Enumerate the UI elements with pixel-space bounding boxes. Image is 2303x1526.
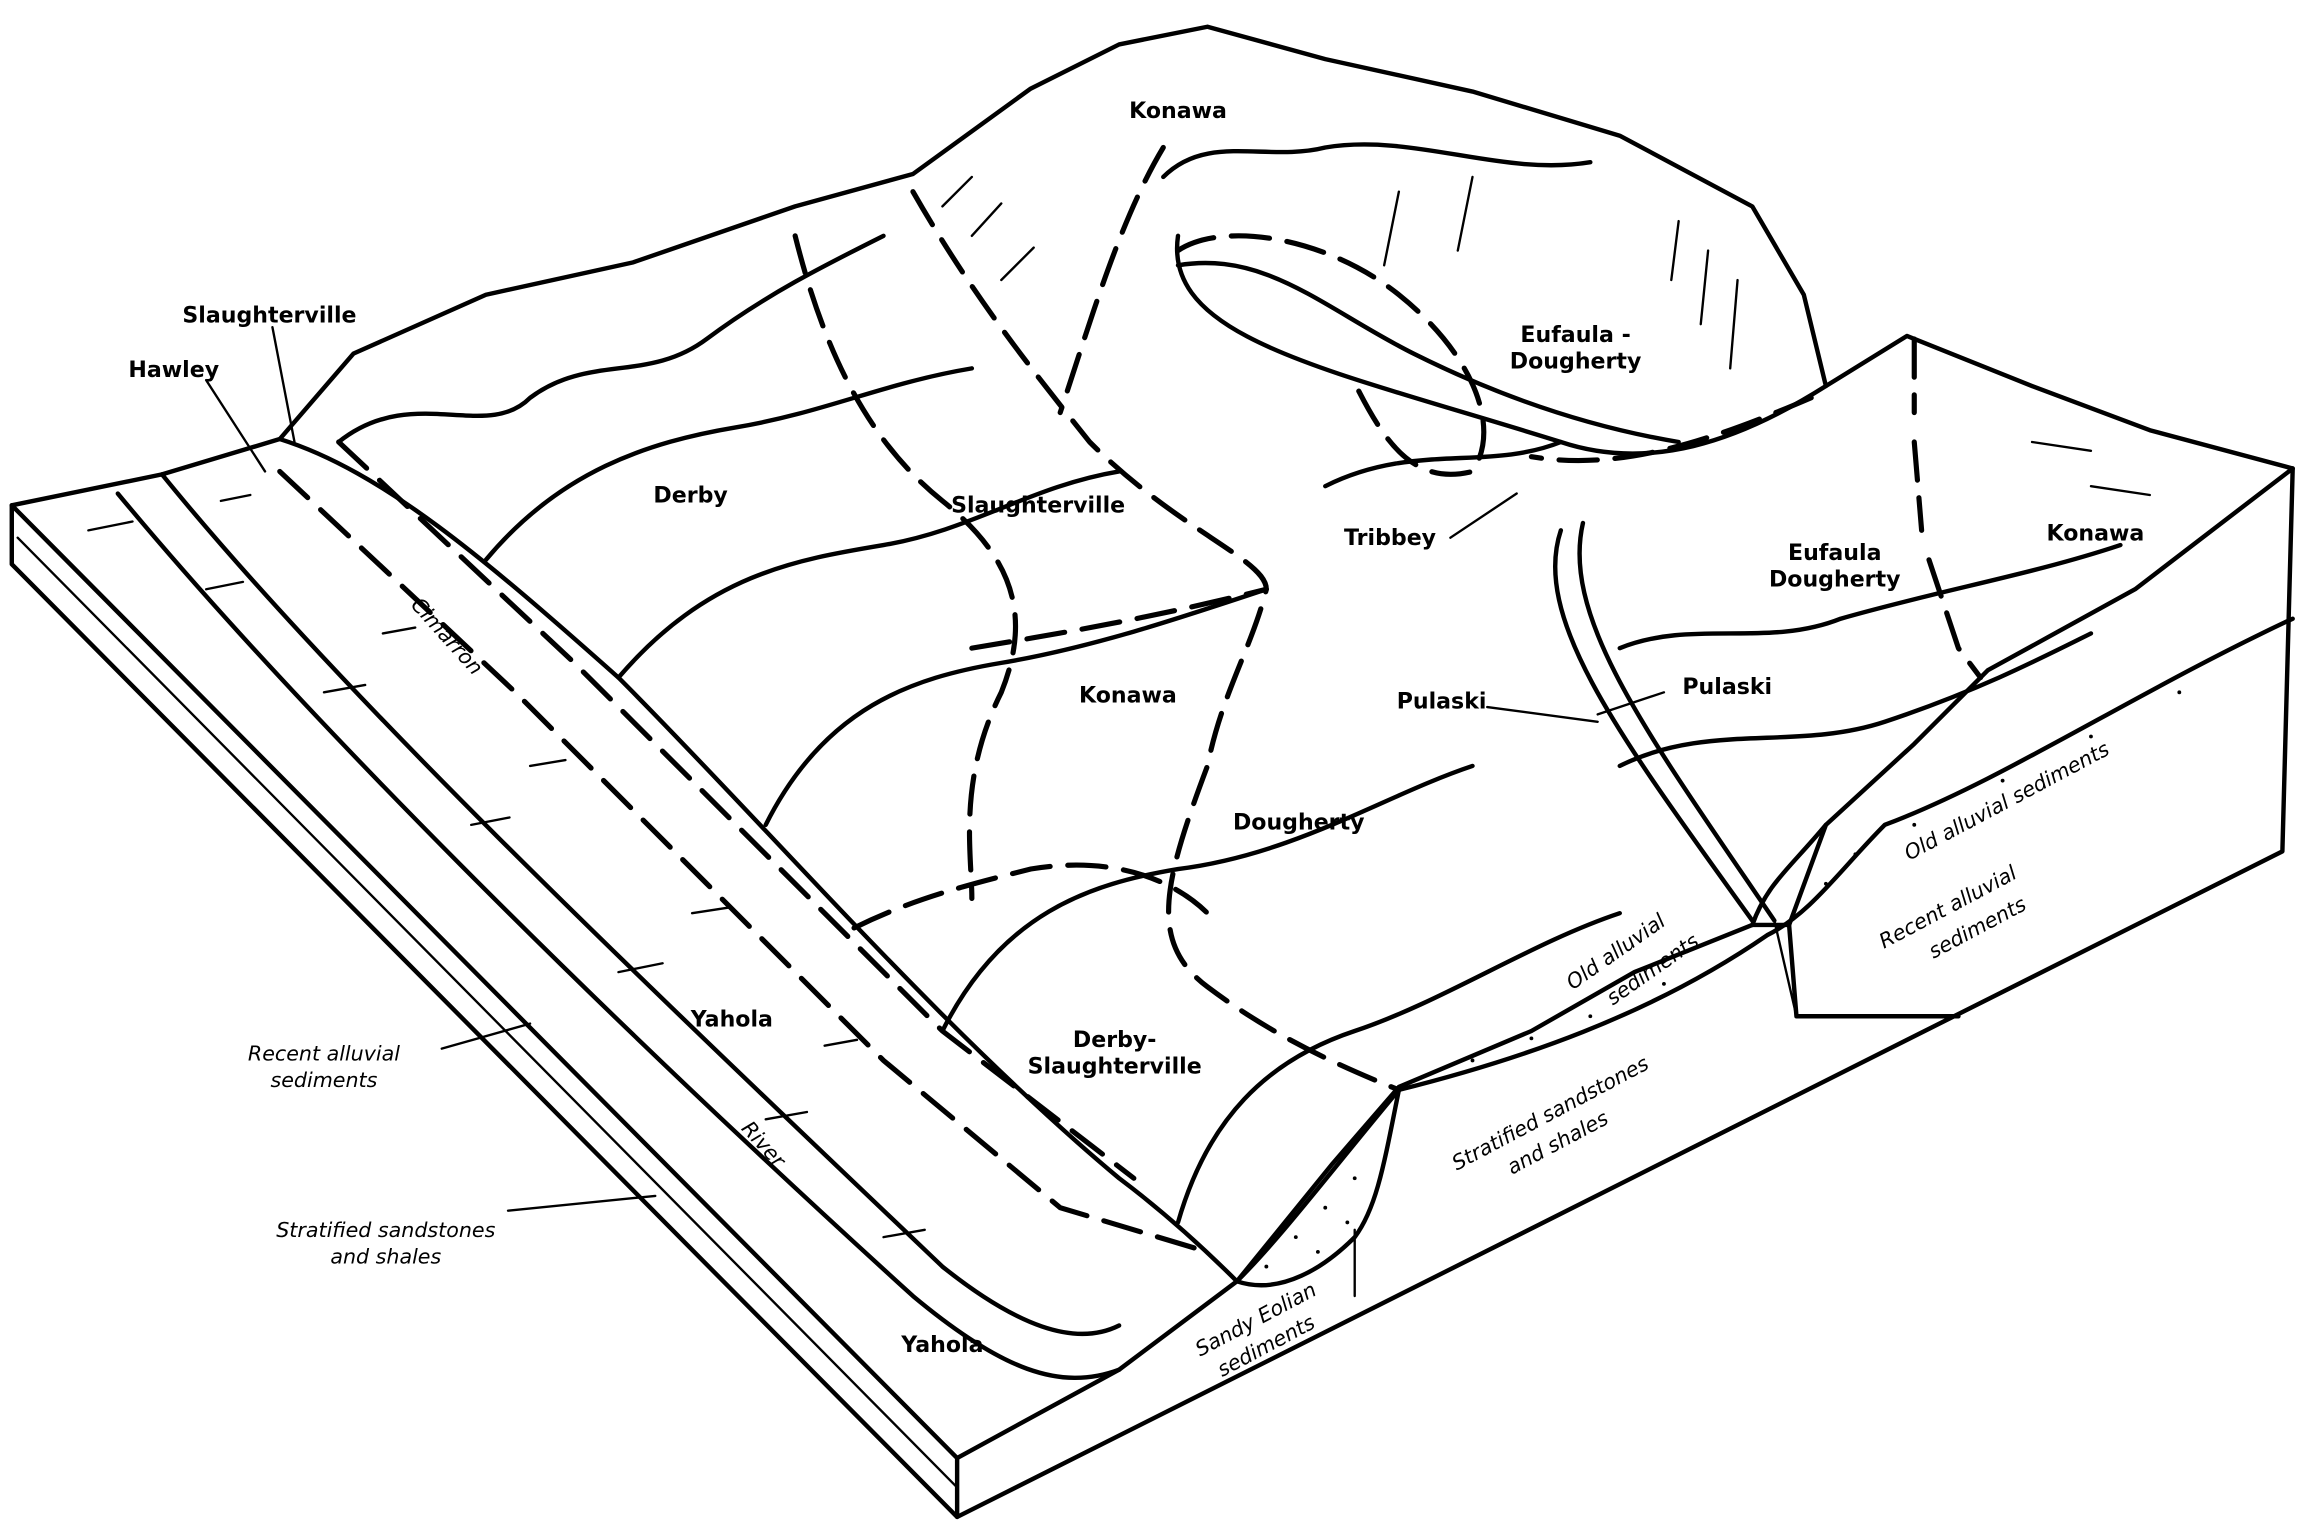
label-pulaski-right: Pulaski — [1682, 675, 1772, 700]
label-eufaula-dougherty-right-2: Dougherty — [1769, 567, 1901, 592]
label-konawa-right: Konawa — [2046, 522, 2144, 547]
leader-lines — [204, 325, 1798, 1298]
slope-hatching — [87, 175, 2152, 1239]
label-derby: Derby — [653, 483, 727, 508]
label-slaughterville-left: Slaughterville — [182, 304, 356, 329]
label-cimarron: Cimarron — [406, 593, 488, 680]
label-yahola-mid: Yahola — [690, 1008, 773, 1033]
label-derby-slaughterville-2: Slaughterville — [1028, 1055, 1202, 1080]
label-konawa-center: Konawa — [1079, 684, 1177, 709]
label-stratified-left-2: and shales — [330, 1245, 441, 1269]
strata-boundaries — [1234, 616, 2295, 1288]
label-recent-alluvial-left-2: sediments — [271, 1068, 378, 1092]
label-konawa-top: Konawa — [1129, 99, 1227, 124]
label-eufaula-dougherty-top-2: Dougherty — [1510, 349, 1642, 374]
label-yahola-front: Yahola — [900, 1333, 983, 1358]
label-slaughterville-center: Slaughterville — [951, 494, 1125, 519]
label-stratified-left-1: Stratified sandstones — [276, 1218, 495, 1242]
label-hawley: Hawley — [128, 358, 219, 383]
label-old-alluvial-right: Old alluvial sediments — [1900, 737, 2113, 866]
block-outline — [9, 24, 2295, 1520]
label-tribbey: Tribbey — [1344, 526, 1436, 551]
sediment-stipple — [1264, 690, 2182, 1269]
label-eufaula-dougherty-top-1: Eufaula - — [1520, 323, 1630, 348]
label-dougherty: Dougherty — [1233, 810, 1365, 835]
label-eufaula-dougherty-right-1: Eufaula — [1788, 541, 1882, 566]
terrain-contours — [277, 142, 2123, 1284]
label-recent-alluvial-left-1: Recent alluvial — [248, 1041, 400, 1065]
cimarron-river — [115, 472, 1777, 1381]
label-pulaski-center: Pulaski — [1397, 690, 1487, 715]
label-river: River — [737, 1116, 792, 1173]
soil-boundaries — [277, 144, 1984, 1255]
label-derby-slaughterville-1: Derby- — [1073, 1028, 1157, 1053]
